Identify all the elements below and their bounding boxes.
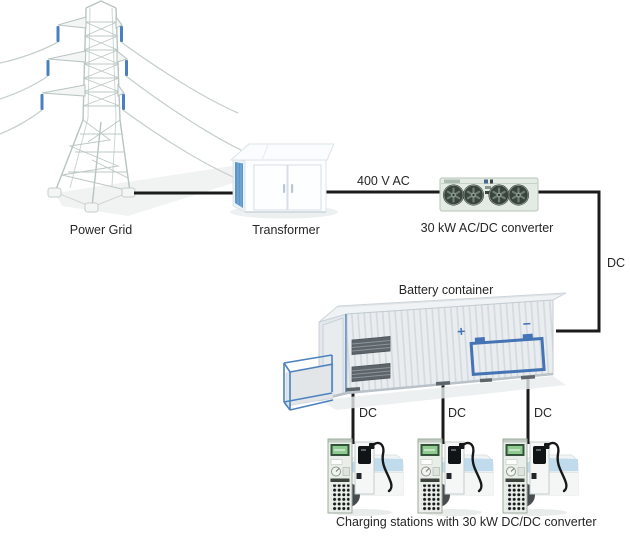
transformer-illustration xyxy=(229,143,338,219)
tower-footings xyxy=(47,187,136,213)
battery-minus-sign: − xyxy=(522,315,531,332)
battery-icon: + − xyxy=(457,315,546,377)
container-vent-grilles xyxy=(351,336,391,382)
charging-station-3 xyxy=(501,437,580,518)
charging-station-2 xyxy=(416,437,495,518)
dc-main-label: DC xyxy=(607,256,626,270)
ac-dc-converter-illustration xyxy=(439,177,539,212)
transformer-roof xyxy=(229,143,335,161)
charging-station-1 xyxy=(326,437,405,518)
battery-container-illustration: + − xyxy=(283,292,567,411)
transformer-door-left xyxy=(253,164,288,211)
dc-station-2-label: DC xyxy=(448,406,467,420)
ac-voltage-label: 400 V AC xyxy=(357,174,410,188)
edge-converter-to-battery xyxy=(536,190,601,333)
battery-plus-sign: + xyxy=(457,323,466,340)
dc-station-1-label: DC xyxy=(359,406,378,420)
transformer-label: Transformer xyxy=(252,223,320,237)
transformer-side-panel xyxy=(235,162,243,208)
tower-bracing xyxy=(54,21,131,208)
transformer-door-right xyxy=(287,164,322,211)
container-ramp xyxy=(283,354,334,411)
tower-arms xyxy=(41,15,129,97)
power-grid-label: Power Grid xyxy=(69,223,133,237)
power-lines xyxy=(0,41,244,182)
charging-stations-caption: Charging stations with 30 kW DC/DC conve… xyxy=(336,515,597,529)
container-shadow xyxy=(320,376,566,410)
container-connectors xyxy=(345,375,536,392)
battery-container-label: Battery container xyxy=(398,283,494,297)
converter-label: 30 kW AC/DC converter xyxy=(420,221,554,235)
tower-shadow xyxy=(55,166,246,216)
power-grid-illustration xyxy=(0,0,246,216)
connection-lines xyxy=(134,190,601,444)
insulator-icons xyxy=(40,26,128,110)
dc-station-3-label: DC xyxy=(534,406,553,420)
